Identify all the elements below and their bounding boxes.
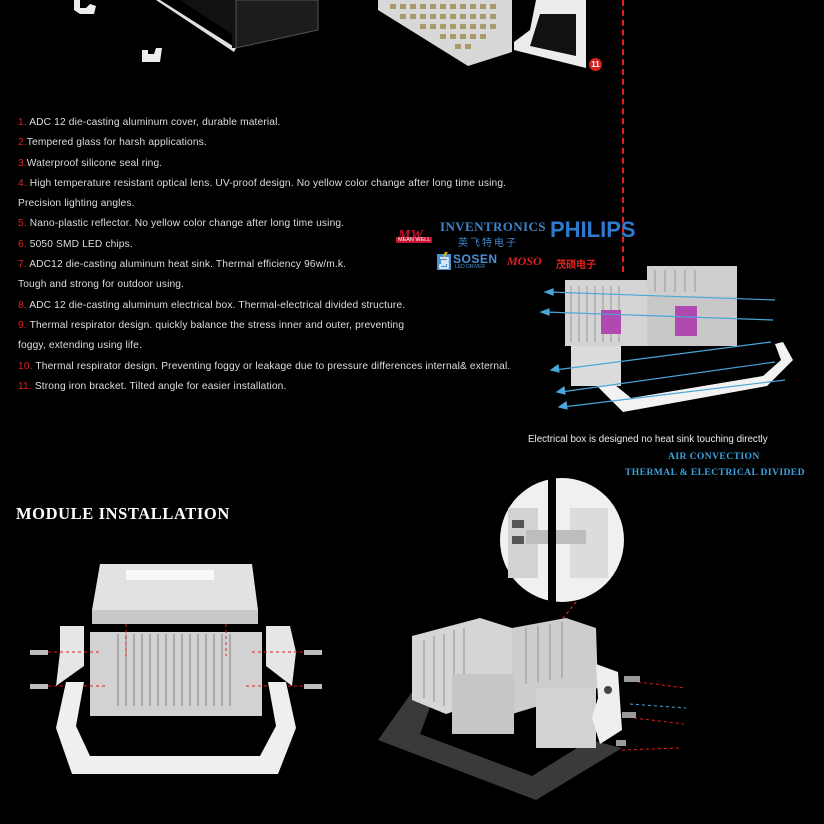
bolts xyxy=(616,676,640,746)
detail-zoom-circle xyxy=(500,478,624,602)
electrical-box-lid xyxy=(92,564,258,624)
bracket-assembly-illustration xyxy=(378,478,687,800)
air-convection-illustration xyxy=(539,266,793,412)
feature-item: 4. High temperature resistant optical le… xyxy=(18,177,507,189)
sosen-logo: SOSEN xyxy=(453,252,498,266)
feature-item: 7. ADC12 die-casting aluminum heat sink.… xyxy=(18,259,347,271)
twin-modules xyxy=(412,618,598,748)
iron-bracket-top xyxy=(514,0,586,68)
cover-frame xyxy=(156,0,236,52)
feature-item: Tough and strong for outdoor using. xyxy=(18,279,185,291)
meanwell-label: MEAN WELL xyxy=(396,237,433,243)
thermal-divided-label: THERMAL & ELECTRICAL DIVIDED xyxy=(625,467,805,478)
module-installation-heading: MODULE INSTALLATION xyxy=(16,504,230,523)
feature-item: 2.Tempered glass for harsh applications. xyxy=(18,137,207,149)
bracket-u xyxy=(585,340,793,412)
screws xyxy=(30,650,322,689)
sosen-icon xyxy=(437,252,451,270)
feature-item: Precision lighting angles. xyxy=(18,198,135,210)
feature-item: foggy, extending using life. xyxy=(18,340,143,352)
feature-item: 10. Thermal respirator design. Preventin… xyxy=(18,360,511,372)
module-installation-illustration xyxy=(30,564,322,774)
feature-item: 5. Nano-plastic reflector. No yellow col… xyxy=(18,218,345,230)
mount-plate xyxy=(592,664,622,744)
electrical-box-caption: Electrical box is designed no heat sink … xyxy=(528,434,768,445)
install-guide-lines xyxy=(48,624,304,687)
seal-clip-bottom xyxy=(142,48,162,62)
heat-sink-module xyxy=(90,632,262,716)
side-brackets xyxy=(56,626,296,686)
callout-dashed-line xyxy=(622,0,624,272)
bracket-dark xyxy=(378,692,622,800)
moso-cn-label: 茂硕电子 xyxy=(556,260,596,271)
philips-logo: PHILIPS xyxy=(550,217,636,242)
glass-panel xyxy=(235,0,319,49)
air-convection-label: AIR CONVECTION xyxy=(668,451,760,462)
feature-item: 1. ADC 12 die-casting aluminum cover, du… xyxy=(18,117,281,128)
sosen-subtitle: LED DRIVER xyxy=(455,264,486,270)
feature-item: 9. Thermal respirator design. quickly ba… xyxy=(18,319,405,331)
bolt-guides-blue xyxy=(629,703,687,709)
feature-item: 11. Strong iron bracket. Tilted angle fo… xyxy=(18,380,287,392)
feature-item: 3.Waterproof silicone seal ring. xyxy=(18,157,163,169)
bolt-guides xyxy=(621,681,687,751)
airflow-arrows xyxy=(539,288,786,410)
electrical-box xyxy=(565,266,737,386)
feature-item: 8. ADC 12 die-casting aluminum electrica… xyxy=(18,299,406,311)
seal-clip-left xyxy=(74,0,96,14)
bracket-u-bottom xyxy=(56,682,296,774)
feature-list: 1. ADC 12 die-casting aluminum cover, du… xyxy=(18,113,558,397)
moso-logo: MOSO xyxy=(507,254,542,268)
inventronics-cn-label: 英飞特电子 xyxy=(458,238,518,249)
callout-badge-11: 11 xyxy=(589,58,602,71)
exploded-view-illustration xyxy=(74,0,586,68)
led-module xyxy=(378,0,512,66)
feature-item: 6. 5050 SMD LED chips. xyxy=(18,238,133,250)
inventronics-logo: INVENTRONICS xyxy=(440,219,546,234)
